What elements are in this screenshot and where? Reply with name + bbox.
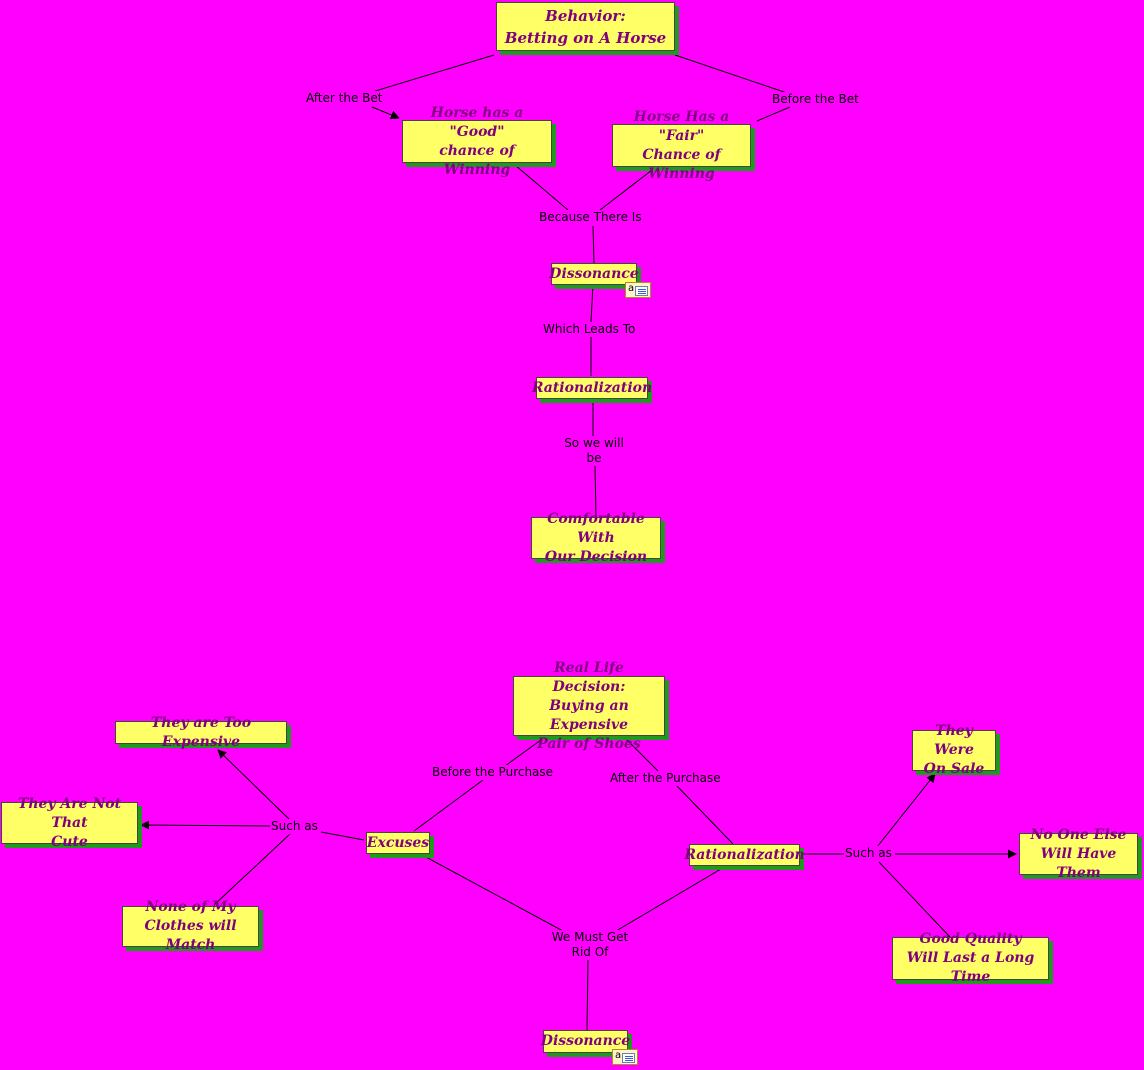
concept-dissonance-bottom[interactable]: Dissonance [541, 1030, 630, 1053]
concept-behavior-betting[interactable]: Behavior: Betting on A Horse [496, 2, 675, 51]
notes-icon[interactable]: a [612, 1049, 638, 1065]
concept-real-life-decision[interactable]: Real Life Decision: Buying an Expensive … [513, 660, 665, 752]
link-label-which-leads: Which Leads To [542, 322, 637, 337]
note-page-icon [635, 286, 648, 296]
concept-dissonance-top[interactable]: Dissonance [549, 263, 639, 285]
link-line [423, 855, 564, 932]
link-line [599, 169, 653, 211]
link-line [504, 736, 546, 767]
link-line [615, 865, 727, 932]
concept-horse-good-chance[interactable]: Horse has a "Good" chance of Winning [402, 105, 552, 178]
link-line [590, 283, 594, 323]
link-line [217, 749, 291, 821]
concept-none-match[interactable]: None of My Clothes will Match [122, 899, 259, 953]
link-line [371, 106, 400, 120]
link-line [213, 833, 291, 906]
link-label-because: Because There Is [538, 210, 643, 225]
link-line [674, 54, 791, 95]
link-label-before-bet: Before the Bet [771, 92, 860, 107]
link-line [413, 779, 484, 832]
link-line [876, 773, 936, 848]
link-line [676, 785, 734, 845]
concept-rationalization-top[interactable]: Rationalization [532, 377, 652, 399]
note-page-icon [622, 1053, 635, 1063]
concept-too-expensive[interactable]: They are Too Expensive [115, 715, 287, 750]
link-line [623, 736, 659, 772]
note-letter: a [628, 283, 635, 294]
concept-rationalization-bottom[interactable]: Rationalization [684, 844, 805, 866]
concept-good-quality[interactable]: Good Quality Will Last a Long Time [892, 931, 1049, 985]
link-line [320, 831, 365, 841]
note-letter: a [615, 1050, 622, 1061]
link-label-after-purchase: After the Purchase [609, 771, 722, 786]
link-line [514, 164, 569, 211]
concept-excuses[interactable]: Excuses [366, 832, 430, 854]
link-line [878, 861, 951, 938]
concept-on-sale[interactable]: They Were On Sale [912, 723, 996, 777]
link-line [586, 959, 589, 1031]
link-label-must-get-rid: We Must Get Rid Of [547, 930, 633, 960]
link-line [594, 465, 597, 518]
link-label-before-purchase: Before the Purchase [431, 765, 555, 780]
link-line [371, 54, 495, 93]
concept-horse-fair-chance[interactable]: Horse Has a "Fair" Chance of Winning [612, 109, 751, 182]
link-line [592, 225, 595, 264]
concept-no-one-else[interactable]: No One Else Will Have Them [1019, 827, 1138, 881]
concept-not-cute[interactable]: They Are Not That Cute [1, 796, 138, 850]
link-line [756, 106, 791, 122]
link-label-such-as-right: Such as [844, 846, 893, 861]
link-line [140, 820, 272, 830]
link-label-such-as-left: Such as [270, 819, 319, 834]
concept-comfortable-decision[interactable]: Comfortable With Our Decision [531, 511, 661, 565]
notes-icon[interactable]: a [625, 282, 651, 298]
link-label-so-we-will: So we will be [561, 436, 627, 466]
link-label-after-bet: After the Bet [305, 91, 384, 106]
